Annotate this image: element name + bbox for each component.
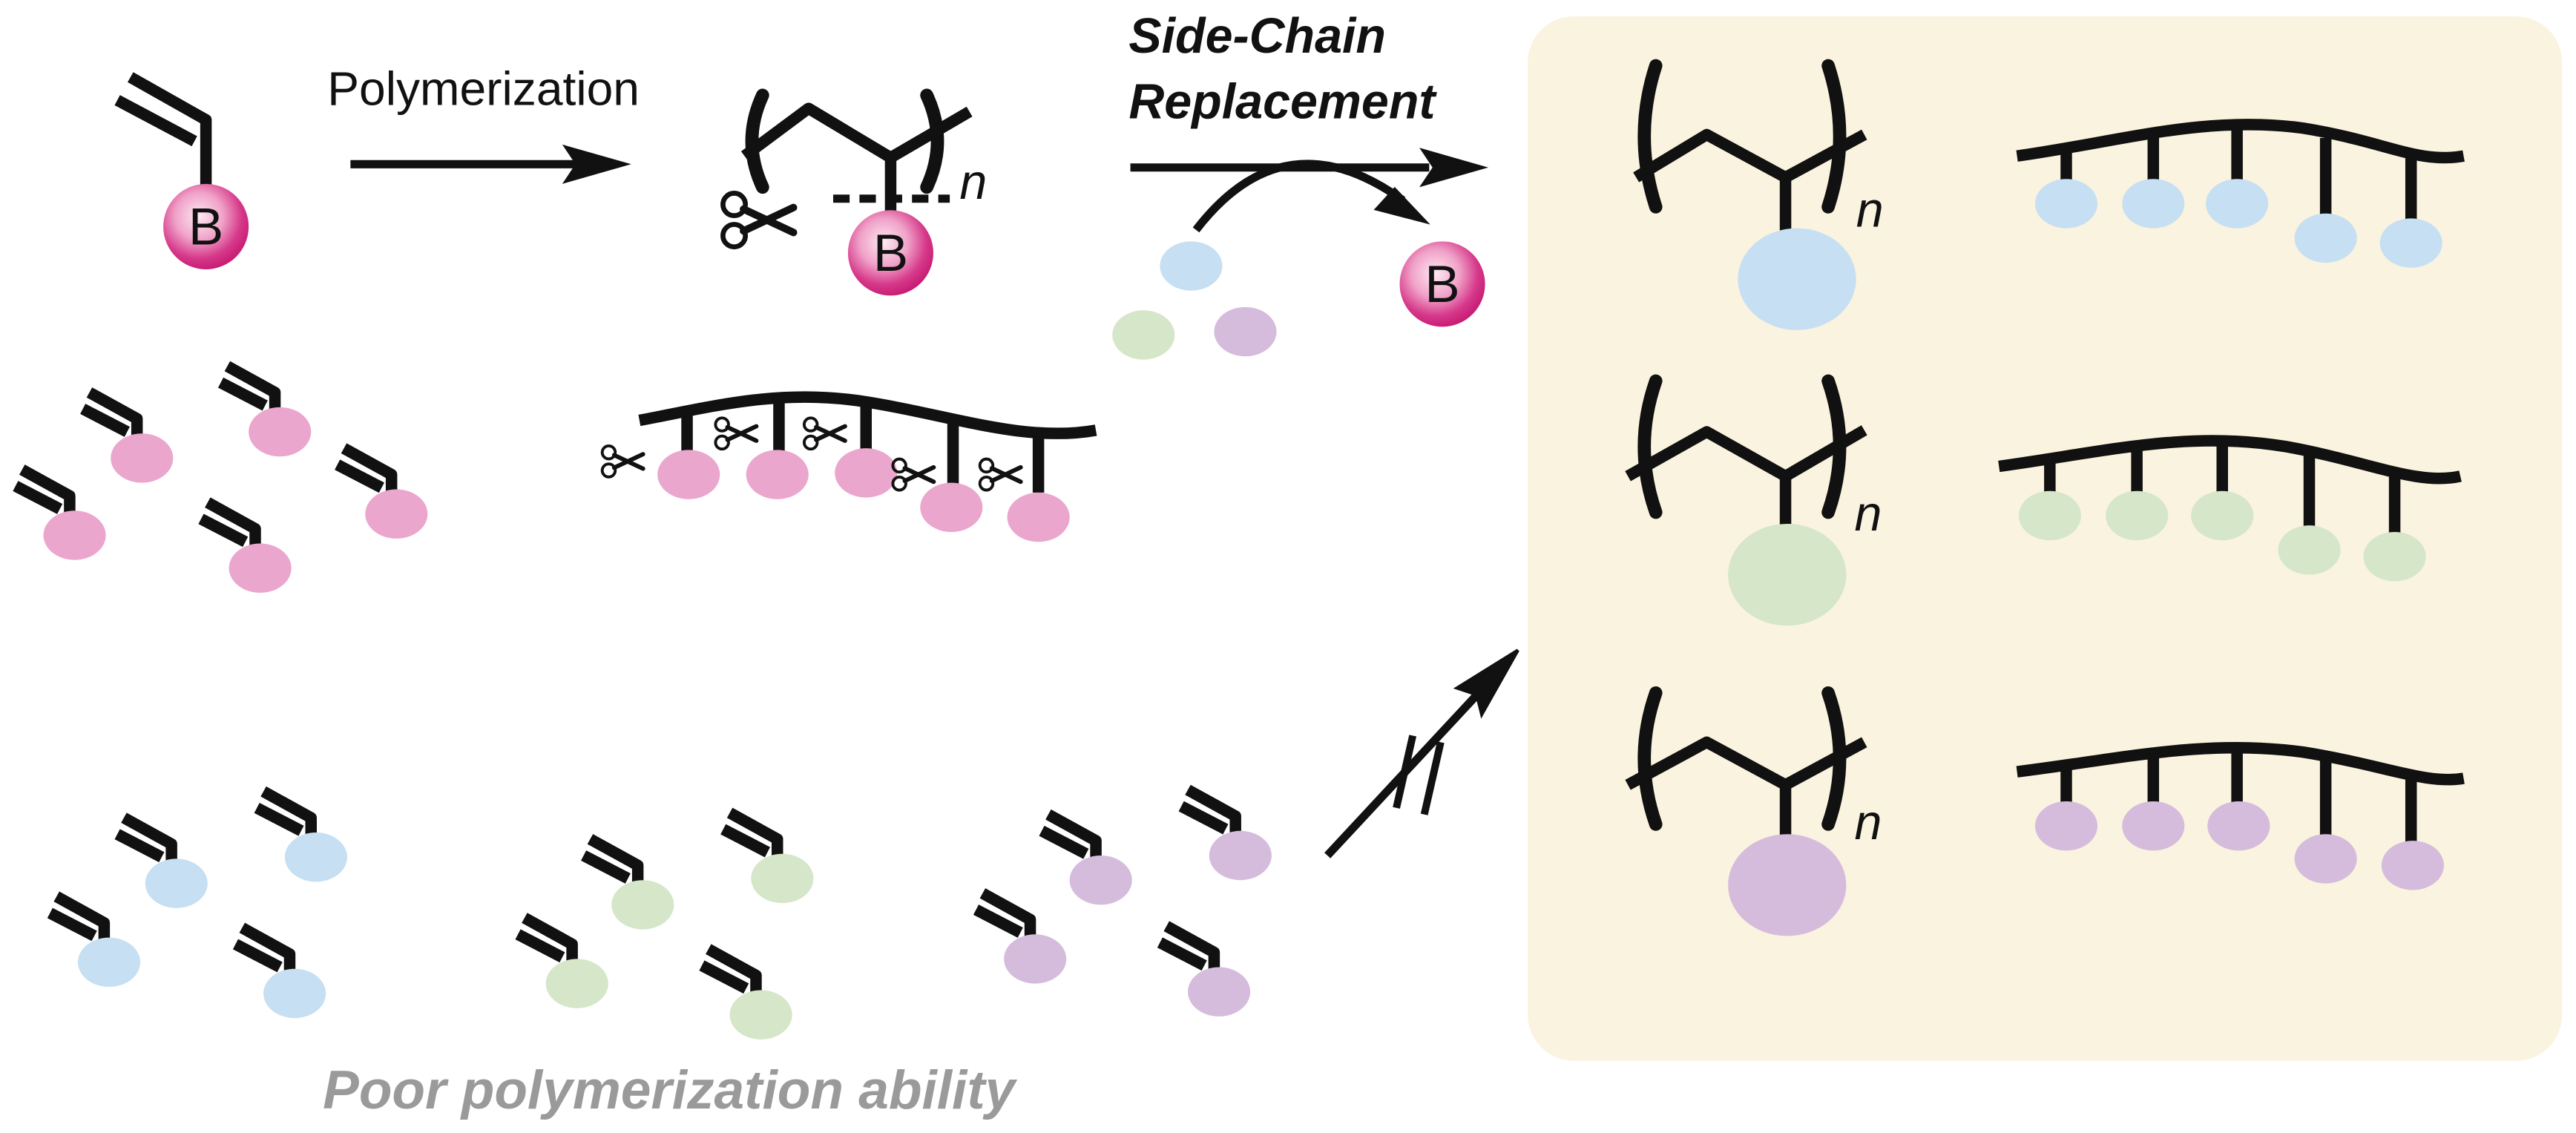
boron-polymer-unit: B n xyxy=(723,88,987,296)
side-chain-replacement-arrow: Side-Chain Replacement B xyxy=(1112,9,1488,360)
blocked-arrow-icon xyxy=(1324,648,1519,858)
svg-text:n: n xyxy=(1855,795,1882,850)
purple-polymer-chain xyxy=(2016,742,2465,890)
blue-polymer-unit: n xyxy=(1633,59,1884,330)
boron-bead-icon: B xyxy=(847,210,933,296)
svg-text:B: B xyxy=(873,224,908,283)
green-monomer-cluster xyxy=(515,807,814,1040)
repeat-n-label: n xyxy=(959,155,987,210)
poor-polymerization-caption: Poor polymerization ability xyxy=(323,1060,1018,1120)
blue-polymer-chain xyxy=(2016,119,2465,268)
svg-text:B: B xyxy=(1425,255,1459,314)
svg-text:n: n xyxy=(1855,487,1882,542)
side-chain-label-line1: Side-Chain xyxy=(1128,9,1386,64)
polymerization-arrow: Polymerization xyxy=(327,62,640,184)
purple-monomer-cluster xyxy=(973,784,1272,1017)
side-chain-label-line2: Replacement xyxy=(1128,74,1437,129)
boron-bead-icon: B xyxy=(163,183,249,269)
boron-bead-icon: B xyxy=(1399,241,1485,327)
svg-text:n: n xyxy=(1856,183,1884,237)
pink-monomer-cluster xyxy=(13,361,428,593)
boron-label: B xyxy=(188,198,223,257)
polymerization-label: Polymerization xyxy=(327,62,640,116)
purple-polymer-unit: n xyxy=(1625,686,1882,936)
green-polymer-unit: n xyxy=(1625,374,1882,626)
green-polymer-chain xyxy=(1998,435,2462,582)
boron-monomer: B xyxy=(114,72,249,269)
pink-polymer-chain xyxy=(602,391,1097,542)
blue-monomer-cluster xyxy=(47,786,347,1019)
